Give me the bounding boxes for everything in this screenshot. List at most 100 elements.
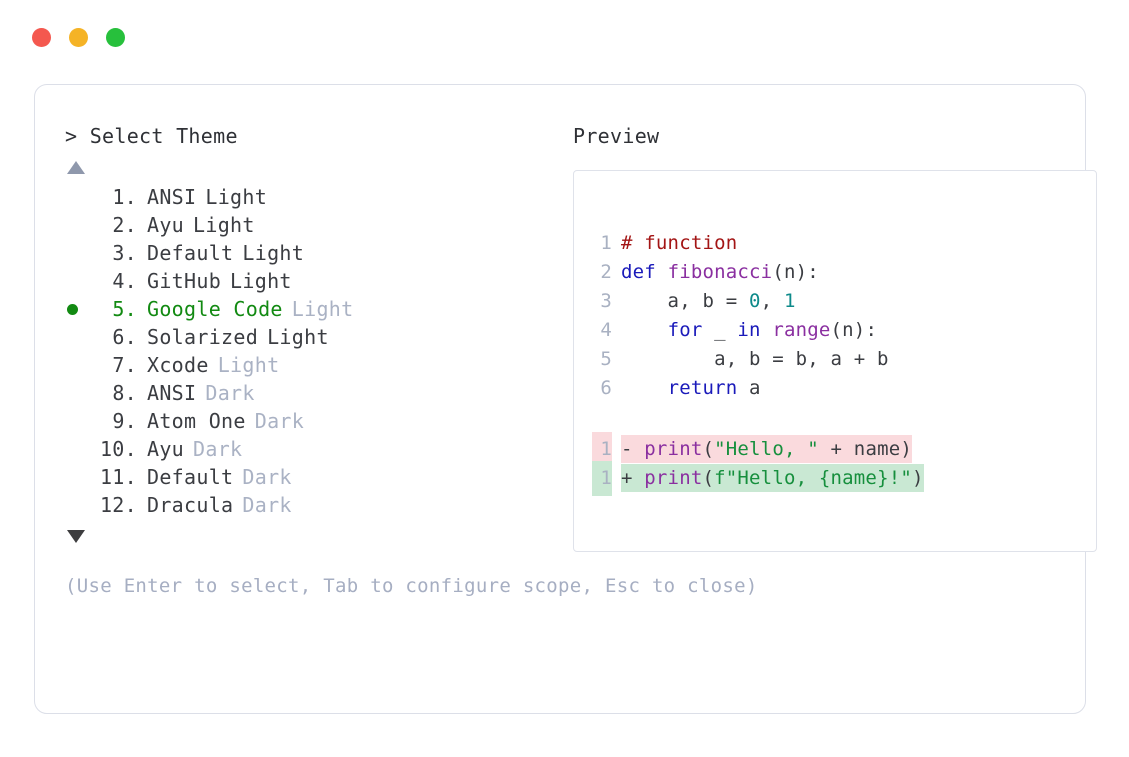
theme-list-item[interactable]: 4. GitHub Light [65,267,535,295]
code-line: 2 def fibonacci(n): [592,258,1096,287]
code-token [621,377,668,399]
code-token: a, b = [621,290,750,312]
select-theme-label: Select Theme [89,124,238,148]
line-number: 2 [600,261,612,283]
theme-item-name: Default [147,465,234,489]
selection-bullet-slot [65,379,91,407]
diff-line-content: + print(f"Hello, {name}!") [621,464,924,492]
code-token: ( [702,467,715,489]
selection-bullet-slot [65,463,91,491]
diff-marker: - [621,438,645,460]
theme-item-name: GitHub [147,269,222,293]
code-line: 1# function [592,229,1096,258]
selection-bullet-slot [65,239,91,267]
theme-item-index: 7. [112,353,137,377]
close-window-button[interactable] [32,28,51,47]
preview-label: Preview [573,124,660,148]
theme-item-index: 6. [112,325,137,349]
theme-item-name: Dracula [147,493,234,517]
maximize-window-button[interactable] [106,28,125,47]
theme-item-name: Xcode [147,353,209,377]
code-token: "Hello, " [714,438,819,460]
code-token: def [621,261,668,283]
triangle-up-icon[interactable] [67,161,85,174]
code-token: ( [702,438,715,460]
code-token: fibonacci [667,261,773,283]
theme-item-index: 9. [112,409,137,433]
theme-item-index: 5. [112,297,137,321]
code-token: print [644,467,703,489]
selection-bullet-slot [65,295,91,323]
selected-bullet-icon [67,303,78,315]
selection-bullet-slot [65,211,91,239]
diff-line-add: 1 + print(f"Hello, {name}!") [592,461,1096,496]
theme-item-index: 4. [112,269,137,293]
theme-item-name: ANSI [147,185,197,209]
theme-item-index: 11. [99,465,137,489]
line-number: 6 [600,377,612,399]
theme-item-variant: Light [242,241,305,265]
theme-item-variant: Dark [193,437,243,461]
selection-bullet-slot [65,435,91,463]
window-titlebar [32,28,125,47]
theme-item-variant: Dark [254,409,305,433]
selection-bullet-slot [65,323,91,351]
theme-item-name: Google Code [147,297,283,321]
code-line: 5 a, b = b, a + b [592,345,1096,374]
code-line: 6 return a [592,374,1096,403]
theme-list-item[interactable]: 12. Dracula Dark [65,491,535,519]
theme-item-name: Solarized [147,325,259,349]
theme-item-variant: Light [205,185,268,209]
code-token [761,319,773,341]
theme-item-variant: Light [193,213,255,237]
theme-item-index: 8. [112,381,137,405]
theme-list-item[interactable]: 3. Default Light [65,239,535,267]
code-token: (n): [772,261,819,283]
theme-item-name: Ayu [147,437,185,461]
theme-item-index: 1. [112,185,137,209]
selection-bullet-slot [65,351,91,379]
code-token: ) [912,467,924,489]
code-token: # function [621,232,738,254]
code-token: for [667,319,703,341]
theme-list-item[interactable]: 8. ANSI Dark [65,379,535,407]
code-token: , [760,290,784,312]
theme-item-name: Default [147,241,234,265]
selection-bullet-slot [65,267,91,295]
code-token [621,319,668,341]
code-token: a [737,377,761,399]
code-token: a, b = b, a + b [621,348,889,370]
diff-sample: 1 - print("Hello, " + name) 1 + print(f"Hel… [592,432,1096,496]
theme-item-variant: Light [230,269,292,293]
line-number: 5 [600,348,612,370]
triangle-down-icon[interactable] [67,530,85,543]
theme-item-variant: Dark [242,493,292,517]
line-number: 1 [592,432,612,467]
theme-item-variant: Dark [205,381,255,405]
theme-item-index: 3. [112,241,137,265]
diff-line-content: - print("Hello, " + name) [621,435,913,463]
select-theme-prompt: > Select Theme [65,123,535,149]
line-number: 1 [592,461,612,496]
theme-list-item[interactable]: 1. ANSI Light [65,183,535,211]
minimize-window-button[interactable] [69,28,88,47]
theme-item-index: 2. [112,213,137,237]
theme-item-index: 12. [99,493,137,517]
theme-item-name: ANSI [147,381,197,405]
code-token: f"Hello, {name}!" [714,467,912,489]
prompt-caret-symbol: > [65,124,78,148]
code-token: 0 [749,290,761,312]
